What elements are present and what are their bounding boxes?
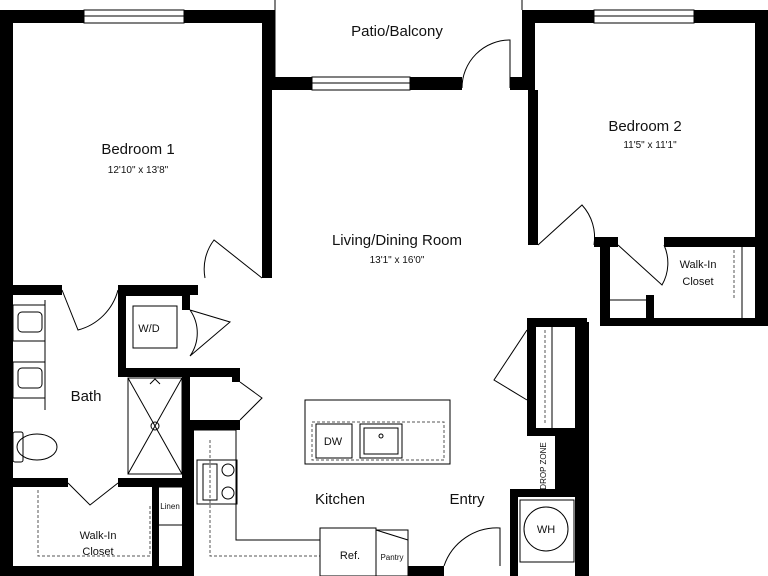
- label-bedroom2: Bedroom 2: [608, 118, 681, 135]
- door-closet-right: [493, 329, 528, 401]
- wall-bed2-left: [522, 10, 535, 90]
- wall-bed1-bottom: [0, 285, 62, 295]
- fixtures: [12, 247, 743, 576]
- wall-closet-right-bottom: [527, 428, 577, 436]
- wall-linen-left: [152, 487, 159, 576]
- wall-dropzone: [555, 436, 577, 492]
- wall-closet1-bottom: [0, 566, 194, 576]
- label-closet1-line1: Walk-In: [80, 530, 117, 542]
- label-drop-zone: DROP ZONE: [539, 442, 548, 489]
- door-bedroom2: [537, 204, 596, 246]
- wall-bed1-right-lower: [262, 80, 272, 278]
- wall-bed2-right: [755, 10, 768, 322]
- label-wh: WH: [537, 524, 555, 536]
- door-bath: [61, 289, 119, 331]
- door-patio: [461, 39, 511, 89]
- windows: [83, 9, 695, 91]
- wall-laundry-bottom: [118, 368, 240, 377]
- dims-bedroom1: 12'10" x 13'8": [108, 165, 169, 176]
- wall-closet-right-top: [527, 318, 587, 327]
- label-closet1-line2: Closet: [82, 546, 113, 558]
- door-closet2: [617, 244, 669, 286]
- range: [196, 459, 238, 505]
- walls: [0, 10, 768, 576]
- wall-laundry-top: [118, 288, 190, 296]
- label-ref: Ref.: [340, 550, 360, 562]
- door-hall-closet: [239, 381, 263, 421]
- wall-bed2-bottom-b: [664, 237, 768, 247]
- door-laundry: [189, 309, 232, 357]
- wall-laundry-right: [182, 288, 190, 310]
- wall-pantry-right: [232, 368, 240, 382]
- wall-right-column: [575, 322, 589, 576]
- wall-bath-bottom-b: [118, 478, 190, 487]
- label-kitchen: Kitchen: [315, 491, 365, 508]
- label-bedroom1: Bedroom 1: [101, 141, 174, 158]
- label-bath: Bath: [71, 388, 102, 405]
- label-entry: Entry: [449, 491, 485, 508]
- wall-closet2-bottom: [600, 318, 768, 326]
- wall-bed1-right: [262, 10, 275, 80]
- labels: Patio/Balcony Bedroom 1 12'10" x 13'8" B…: [71, 23, 717, 562]
- dims-living: 13'1" x 16'0": [370, 255, 425, 266]
- doors: [61, 39, 669, 567]
- door-entry: [443, 527, 501, 567]
- kitchen-sink: [359, 423, 403, 459]
- wall-pantry-block: [182, 420, 240, 430]
- label-closet2-line2: Closet: [682, 276, 713, 288]
- wall-entry-bottom-left: [408, 566, 444, 576]
- label-pantry: Pantry: [380, 553, 403, 562]
- door-bedroom1: [203, 239, 263, 279]
- shower: [127, 377, 183, 475]
- wall-wh-left: [510, 489, 518, 576]
- wall-kitchen-left: [182, 430, 194, 576]
- label-wd: W/D: [138, 323, 159, 335]
- label-linen: Linen: [160, 502, 180, 511]
- wall-closet-right-left: [527, 318, 536, 428]
- pantry: [375, 529, 409, 576]
- door-closet1: [67, 482, 119, 506]
- wall-closet2-div: [646, 295, 654, 325]
- wall-laundry-left: [118, 288, 126, 376]
- wall-closet2-left: [600, 237, 610, 322]
- label-living: Living/Dining Room: [332, 232, 462, 249]
- wall-wh-top: [510, 489, 578, 497]
- water-heater: [523, 506, 569, 552]
- label-closet2-line1: Walk-In: [680, 259, 717, 271]
- label-patio: Patio/Balcony: [351, 23, 443, 40]
- dishwasher: [315, 423, 353, 459]
- dims-bedroom2: 11'5" x 11'1": [623, 140, 677, 151]
- kitchen-island: [304, 399, 451, 465]
- wall-bed2-left-lower: [528, 90, 538, 245]
- wall-bath-bottom: [0, 478, 68, 487]
- toilet: [16, 433, 58, 461]
- label-dw: DW: [324, 436, 343, 448]
- washer-dryer: [132, 305, 178, 349]
